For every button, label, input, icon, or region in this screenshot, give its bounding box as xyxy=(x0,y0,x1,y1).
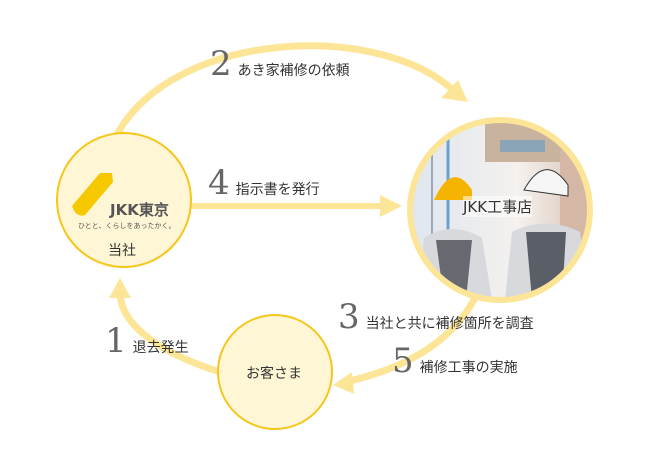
contractor-circle xyxy=(407,117,593,303)
arrow-step2 xyxy=(111,42,458,140)
arrow-head-step1 xyxy=(109,278,131,298)
arrow-step1 xyxy=(116,291,222,376)
arrow-head-step5 xyxy=(333,372,354,394)
arrow-step3-5 xyxy=(344,296,479,386)
jkk-logo-icon xyxy=(72,173,113,216)
company-circle xyxy=(56,132,192,268)
company-label: 当社 xyxy=(108,243,136,259)
company-tagline: ひとと、くらしをあったかく。 xyxy=(78,222,176,230)
customer-label: お客さま xyxy=(246,366,302,382)
arrow-head-step4 xyxy=(380,195,402,217)
contractor-label: JKK工事店 xyxy=(463,196,533,217)
customer-circle xyxy=(217,314,333,430)
arrow-head-step2 xyxy=(441,80,468,102)
company-logo-text: JKK東京 xyxy=(110,201,169,219)
